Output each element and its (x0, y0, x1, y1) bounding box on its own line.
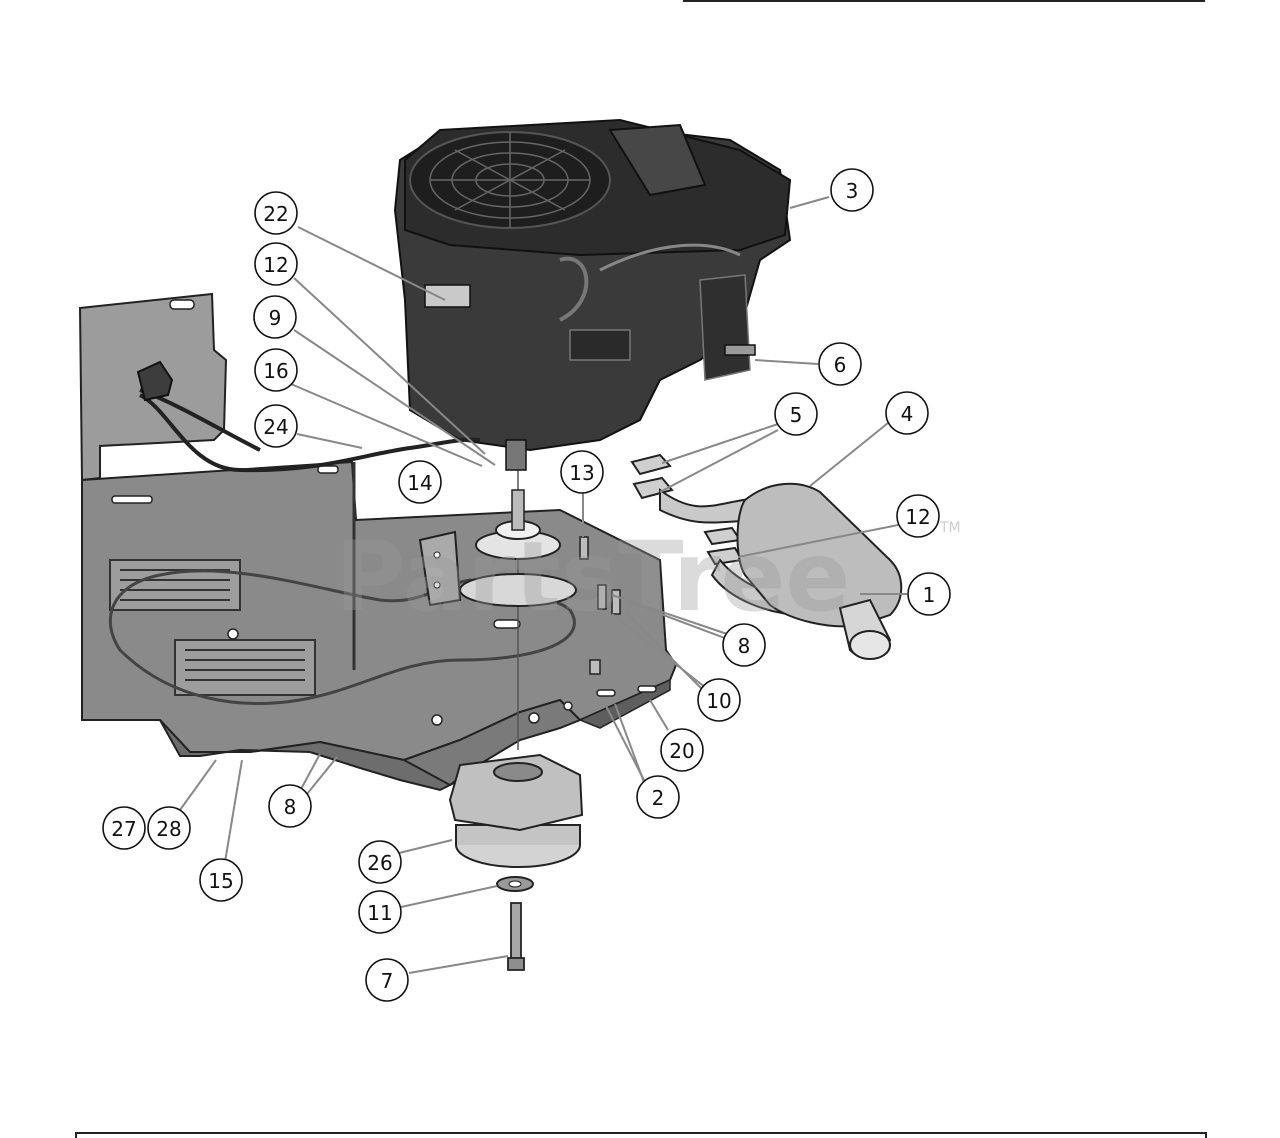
callout-number: 20 (669, 739, 694, 763)
callout-c8a: 8 (722, 623, 766, 667)
callout-number: 1 (923, 583, 936, 607)
callout-c16: 16 (254, 348, 298, 392)
callout-c5: 5 (774, 392, 818, 436)
callout-c26: 26 (358, 840, 402, 884)
callout-circle (199, 858, 243, 902)
harness-connector (136, 360, 174, 402)
callout-circle (560, 450, 604, 494)
callout-c12a: 12 (254, 242, 298, 286)
callout-c1: 1 (907, 572, 951, 616)
callout-circle (268, 784, 312, 828)
callout-circle (147, 806, 191, 850)
callout-circle (365, 958, 409, 1002)
callout-number: 28 (156, 817, 181, 841)
callout-number: 4 (901, 402, 914, 426)
callout-c4: 4 (885, 391, 929, 435)
callout-c2: 2 (636, 775, 680, 819)
leader-lines (179, 196, 907, 974)
callout-number: 8 (738, 634, 751, 658)
callout-number: 27 (111, 817, 136, 841)
callout-number: 12 (905, 505, 930, 529)
callout-number: 12 (263, 253, 288, 277)
callout-circle (398, 460, 442, 504)
muffler (659, 482, 903, 660)
callout-circle (254, 242, 298, 286)
watermark: PartsTree (335, 521, 850, 633)
callout-circle (254, 348, 298, 392)
callout-circle (358, 890, 402, 934)
callout-number: 8 (284, 795, 297, 819)
callout-c22: 22 (254, 191, 298, 235)
callout-circle (660, 728, 704, 772)
callout-circle (774, 392, 818, 436)
callout-number: 13 (569, 461, 594, 485)
callout-number: 7 (381, 969, 394, 993)
callout-number: 2 (652, 786, 665, 810)
callout-number: 6 (834, 353, 847, 377)
callout-number: 22 (263, 202, 288, 226)
callout-c9: 9 (253, 295, 297, 339)
callout-circle (358, 840, 402, 884)
callout-c15: 15 (199, 858, 243, 902)
callout-c14: 14 (398, 460, 442, 504)
engine-pulley (459, 489, 577, 607)
callout-circle (907, 572, 951, 616)
callout-circle (253, 295, 297, 339)
callout-c27: 27 (102, 806, 146, 850)
callout-number: 3 (846, 179, 859, 203)
callout-number: 10 (706, 689, 731, 713)
callout-c10: 10 (697, 678, 741, 722)
callout-circle (818, 342, 862, 386)
callout-circle (697, 678, 741, 722)
callout-number: 9 (269, 306, 282, 330)
bottom-frame (75, 1132, 1207, 1138)
callout-c28: 28 (147, 806, 191, 850)
callout-number: 26 (367, 851, 392, 875)
callout-number: 16 (263, 359, 288, 383)
callout-circle (254, 404, 298, 448)
callout-c7: 7 (365, 958, 409, 1002)
callout-c12b: 12 (896, 494, 940, 538)
callout-circle (896, 494, 940, 538)
pto-bolt (507, 902, 525, 971)
pto-clutch (448, 753, 584, 868)
callout-c24: 24 (254, 404, 298, 448)
callout-c3: 3 (830, 168, 874, 212)
bracket (418, 530, 462, 607)
callout-circle (885, 391, 929, 435)
callout-number: 14 (407, 471, 432, 495)
callout-number: 11 (367, 901, 392, 925)
callout-c20: 20 (660, 728, 704, 772)
callout-number: 5 (790, 403, 803, 427)
callout-circle (254, 191, 298, 235)
engine (393, 118, 792, 471)
watermark-tm: TM (939, 520, 961, 536)
callout-circle (830, 168, 874, 212)
callout-c8b: 8 (268, 784, 312, 828)
callout-circle (722, 623, 766, 667)
callout-number: 24 (263, 415, 288, 439)
callout-circle (636, 775, 680, 819)
callout-circle (102, 806, 146, 850)
callout-c6: 6 (818, 342, 862, 386)
callout-c11: 11 (358, 890, 402, 934)
callout-number: 15 (208, 869, 233, 893)
callout-c13: 13 (560, 450, 604, 494)
washer (496, 876, 534, 892)
